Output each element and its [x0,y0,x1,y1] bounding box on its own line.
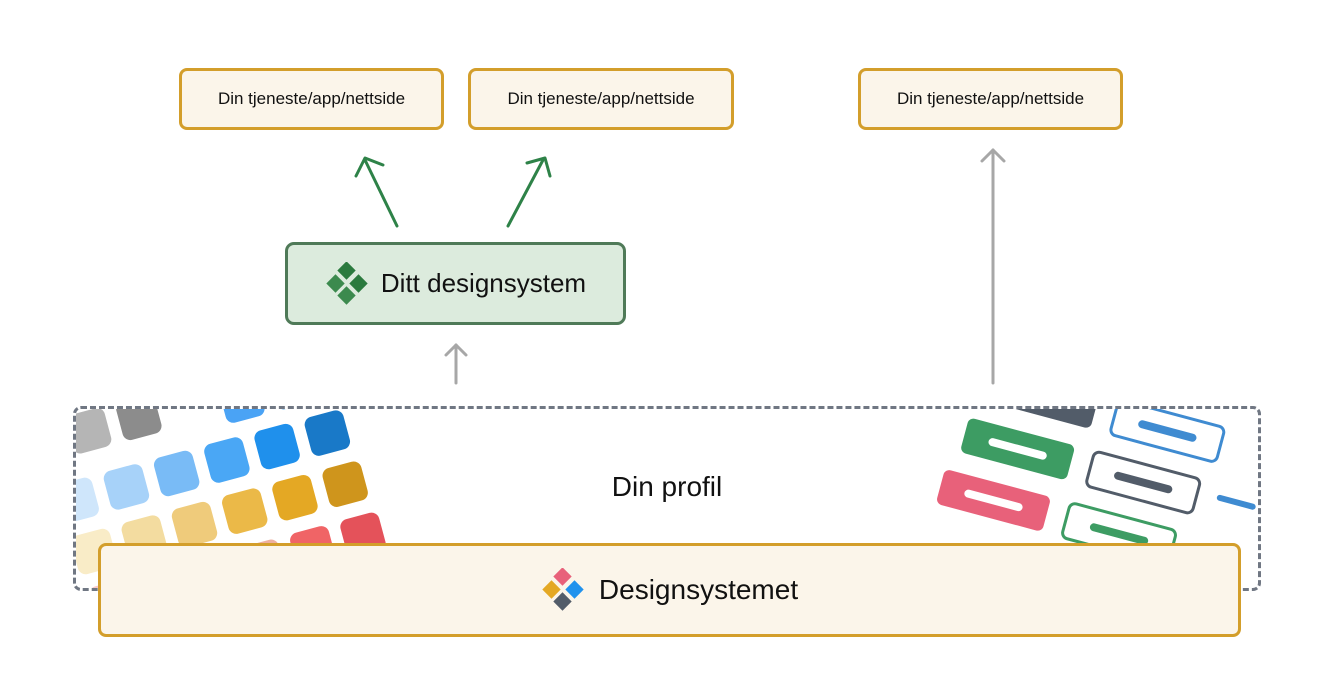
color-swatch [76,409,112,454]
designsystemet-box: Designsystemet [98,543,1241,637]
own-design-system-box: Ditt designsystem [285,242,626,325]
green-arrow-left [354,156,399,228]
color-swatch [254,423,300,470]
color-swatch [269,409,315,410]
color-swatch [272,474,318,521]
designsystemet-multicolor-logo-icon [542,568,584,611]
color-swatch [219,409,265,423]
color-swatch [153,450,200,497]
color-swatch [222,488,268,534]
color-swatch [322,461,368,507]
service-box-label: Din tjeneste/app/nettside [217,89,406,108]
gray-arrow-center [444,343,468,385]
color-swatch [204,437,250,483]
gray-arrow-right [980,148,1006,385]
service-box-3: Din tjeneste/app/nettside [858,68,1123,130]
own-design-system-label: Ditt designsystem [380,268,587,298]
color-swatch [103,464,150,510]
service-box-1: Din tjeneste/app/nettside [179,68,444,130]
service-box-label: Din tjeneste/app/nettside [896,89,1085,108]
service-box-2: Din tjeneste/app/nettside [468,68,734,130]
profile-label: Din profil [611,471,723,502]
color-swatch [171,501,218,548]
color-swatch [304,410,351,456]
green-diamond-logo-icon [326,261,368,305]
color-swatch [76,477,99,524]
designsystemet-label: Designsystemet [598,574,799,605]
green-arrow-right [506,156,552,228]
component-sample [985,409,1099,428]
service-box-label: Din tjeneste/app/nettside [507,89,695,108]
color-swatch [116,409,162,441]
